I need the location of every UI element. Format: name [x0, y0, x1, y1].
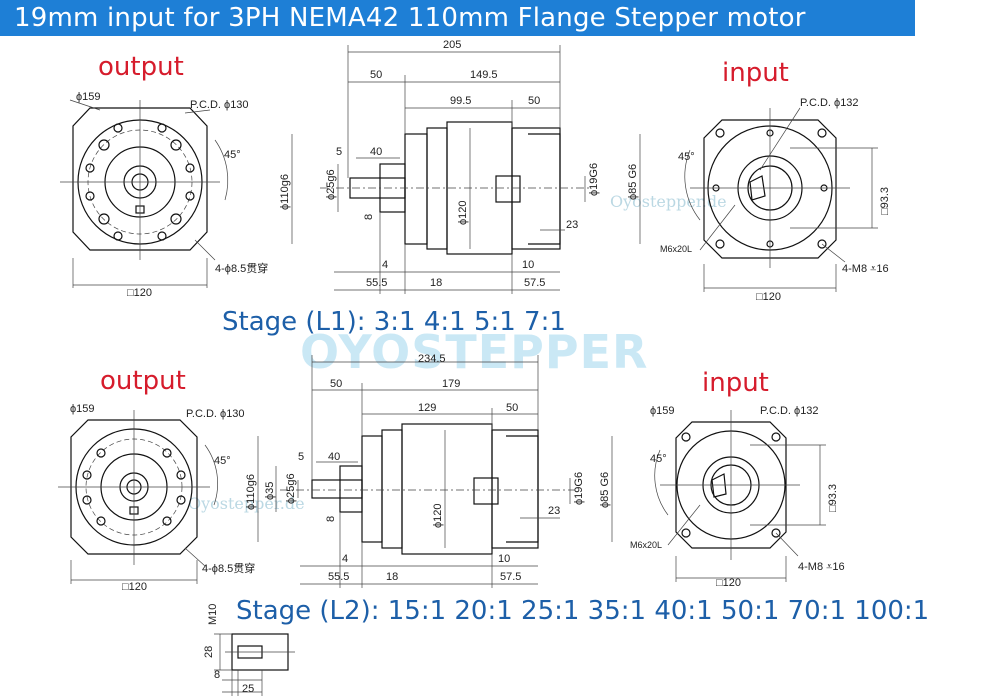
d40-2: 40	[328, 451, 340, 463]
d120-1: ϕ120	[457, 200, 469, 225]
output-label-2: output	[100, 366, 186, 396]
stage-l1-ratios: Stage (L1): 3:1 4:1 5:1 7:1	[222, 307, 566, 337]
d120-2: ϕ120	[432, 503, 444, 528]
pcd132-2: P.C.D. ϕ132	[760, 405, 819, 417]
angle45b-1: 45°	[678, 151, 695, 163]
key-25: 25	[242, 683, 254, 695]
d19-1: ϕ19G6	[588, 163, 600, 196]
input-view-1	[684, 107, 878, 292]
page-title: 19mm input for 3PH NEMA42 110mm Flange S…	[14, 3, 806, 33]
sq120-2: □120	[122, 581, 147, 593]
d4-2: 4	[342, 553, 348, 565]
d85-1: ϕ85 G6	[627, 164, 639, 200]
m6-2: M6x20L	[630, 540, 662, 550]
d5-1: 5	[336, 146, 342, 158]
d57-2: 57.5	[500, 571, 521, 583]
key-28: 28	[203, 646, 215, 658]
sq120b-2: □120	[716, 577, 741, 589]
len234-2: 234.5	[418, 353, 446, 365]
title-banner: 19mm input for 3PH NEMA42 110mm Flange S…	[0, 0, 915, 36]
d159b-2: ϕ159	[650, 405, 675, 417]
side-view-2	[257, 355, 613, 588]
len99-1: 99.5	[450, 95, 471, 107]
m6-1: M6x20L	[660, 244, 692, 254]
holes-2: 4-ϕ8.5贯穿	[202, 561, 255, 575]
input-view-2	[654, 410, 826, 582]
len50-1: 50	[370, 69, 382, 81]
len50b-2: 50	[506, 402, 518, 414]
d8-1: 8	[363, 214, 375, 220]
d110-2: ϕ110g6	[245, 474, 257, 510]
d18-2: 18	[386, 571, 398, 583]
watermark: OYOSTEPPER	[300, 325, 649, 379]
pcd132-1: P.C.D. ϕ132	[800, 97, 859, 109]
key-detail	[214, 633, 295, 696]
len179-2: 179	[442, 378, 460, 390]
d25-1: ϕ25g6	[325, 169, 337, 200]
angle45-1: 45°	[224, 149, 241, 161]
watermark-small-1: Oyostepper.de	[610, 192, 727, 211]
d85-2: ϕ85 G6	[599, 472, 611, 508]
key-m10: M10	[207, 604, 219, 625]
d23-2: 23	[548, 505, 560, 517]
d110-1: ϕ110g6	[279, 174, 291, 210]
len50-2: 50	[330, 378, 342, 390]
pcd130-2: P.C.D. ϕ130	[186, 408, 245, 420]
pcd130-1: P.C.D. ϕ130	[190, 99, 249, 111]
h93-1: □93.3	[879, 187, 891, 215]
d10-1: 10	[522, 259, 534, 271]
d57-1: 57.5	[524, 277, 545, 289]
angle45-2: 45°	[214, 455, 231, 467]
d10-2: 10	[498, 553, 510, 565]
d5-2: 5	[298, 451, 304, 463]
input-label-1: input	[722, 58, 789, 88]
output-label-1: output	[98, 52, 184, 82]
d18-1: 18	[430, 277, 442, 289]
d55-1: 55.5	[366, 277, 387, 289]
len149-1: 149.5	[470, 69, 498, 81]
sq120-1: □120	[127, 287, 152, 299]
watermark-small-2: Oyostepper.de	[188, 494, 305, 513]
stage-l2-ratios: Stage (L2): 15:1 20:1 25:1 35:1 40:1 50:…	[236, 596, 930, 626]
angle45b-2: 45°	[650, 453, 667, 465]
input-label-2: input	[702, 368, 769, 398]
key-8: 8	[214, 669, 220, 681]
holes-1: 4-ϕ8.5贯穿	[215, 261, 268, 275]
m8-2: 4-M8 ⩡16	[798, 561, 845, 573]
m8-1: 4-M8 ⩡16	[842, 263, 889, 275]
len205-1: 205	[443, 39, 461, 51]
d19-2: ϕ19G6	[573, 472, 585, 505]
side-view-1	[291, 45, 641, 294]
d35-2: ϕ35	[264, 482, 276, 500]
h93-2: □93.3	[827, 484, 839, 512]
sq120b-1: □120	[756, 291, 781, 303]
d25-2: ϕ25g6	[285, 473, 297, 504]
d159-1: ϕ159	[76, 91, 101, 103]
d4-1: 4	[382, 259, 388, 271]
d8-2: 8	[325, 516, 337, 522]
len50b-1: 50	[528, 95, 540, 107]
output-view-1	[60, 99, 229, 288]
d159-2: ϕ159	[70, 403, 95, 415]
output-view-2	[58, 410, 218, 584]
d23-1: 23	[566, 219, 578, 231]
d40-1: 40	[370, 146, 382, 158]
len129-2: 129	[418, 402, 436, 414]
d55-2: 55.5	[328, 571, 349, 583]
